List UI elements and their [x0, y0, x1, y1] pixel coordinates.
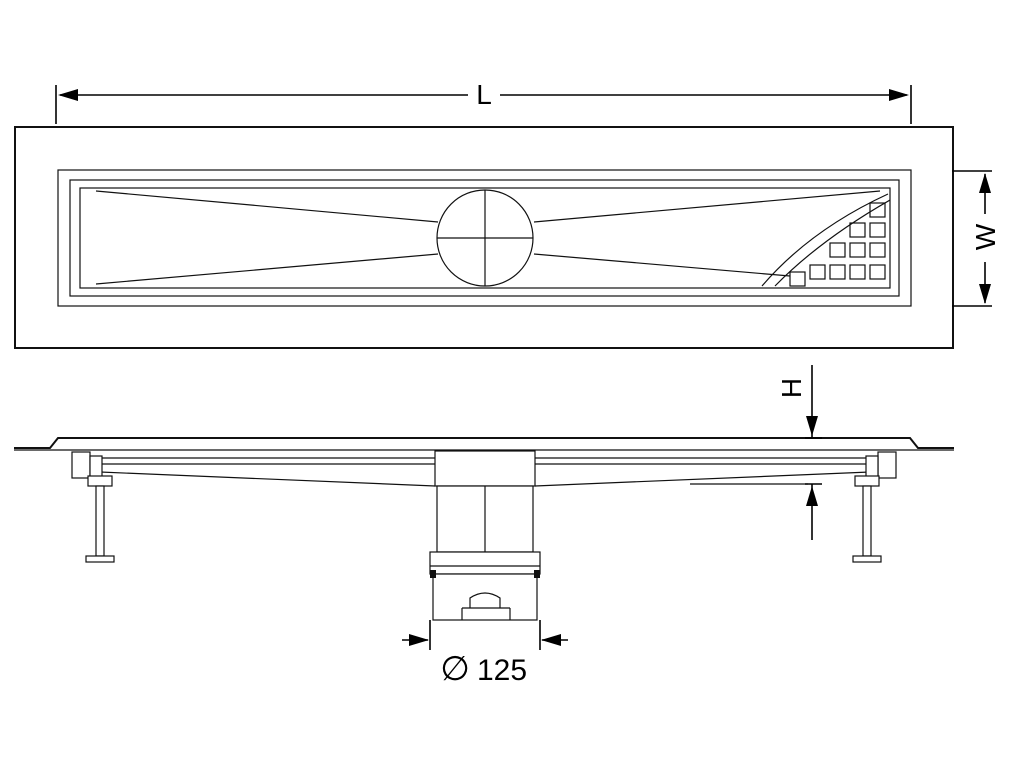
left-support-leg [85, 475, 115, 563]
grate-square [829, 242, 846, 258]
grate-square [789, 271, 806, 287]
drain-outlet-circle [436, 189, 534, 287]
length-label: L [476, 79, 492, 110]
grate-square [869, 264, 886, 280]
width-dimension: W [952, 170, 1001, 307]
side-view: H ∅ 125 [14, 365, 954, 688]
grate-square [869, 242, 886, 258]
outlet-pipe [429, 450, 541, 621]
grate-square [849, 242, 866, 258]
diameter-symbol: ∅ [440, 650, 470, 688]
grate-square [829, 264, 846, 280]
grate-square [869, 202, 886, 218]
width-label: W [970, 223, 1001, 250]
grate-pattern-detail [761, 193, 891, 287]
grate-square [809, 264, 826, 280]
grate-square [869, 222, 886, 238]
right-support-leg [852, 475, 882, 563]
slope-lines [95, 190, 881, 285]
grate-outer [69, 179, 900, 297]
channel-frame [57, 169, 912, 307]
height-dimension: H [776, 365, 822, 540]
outer-frame [14, 126, 954, 349]
outlet-diameter-dimension: ∅ 125 [402, 620, 568, 688]
height-label: H [776, 378, 807, 398]
grate-square [849, 222, 866, 238]
grate-square [849, 264, 866, 280]
grate-inner [79, 187, 891, 289]
top-view: L [14, 79, 1001, 349]
outlet-diameter-value: 125 [477, 654, 527, 687]
length-dimension: L [55, 79, 912, 124]
